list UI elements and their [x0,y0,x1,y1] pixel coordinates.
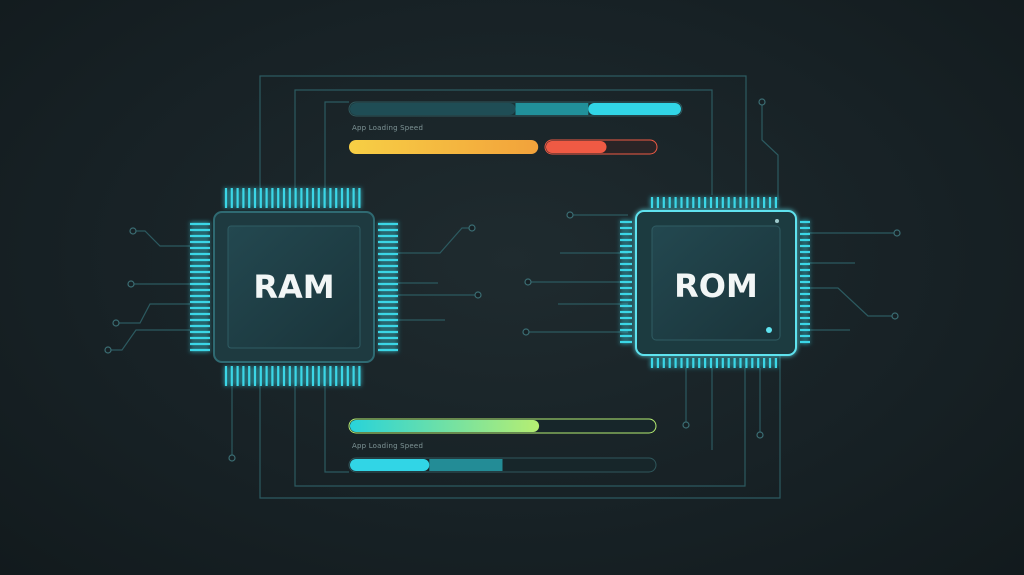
circuit-traces [110,75,895,499]
speed-bar-bottom-2-fill-dim [429,459,503,471]
rom-chip-dot [766,327,772,333]
speed-bar-bottom-1-fill [350,420,540,432]
trace-top-outer [259,75,747,210]
rom-chip-die [651,225,781,341]
rom-chip-corner-mark [775,219,779,223]
ram-chip-die [227,225,361,349]
trace-bottom-inner [294,368,746,487]
trace-ram-right-1 [398,227,470,254]
speed-bar-top-3-fill [546,141,607,153]
rom-label: ROM [674,267,758,305]
speed-bar-bottom-2-fill [350,459,430,471]
speed-bar-bottom-1 [348,418,657,434]
ram-label: RAM [253,268,334,306]
trace-ram-left-1 [135,230,190,247]
speed-bar-top-2 [349,140,539,154]
speed-bar-top-1 [348,101,683,117]
speed-bars [348,101,683,473]
trace-bottom-short [324,385,349,473]
speed-bar-top-1-seg-1 [350,103,516,115]
speed-bar-top-3 [544,139,658,155]
trace-top-short [324,101,349,190]
speed-bar-bottom-2 [348,457,657,473]
speed-bar-top-1-seg-3 [588,103,681,115]
trace-ram-left-4 [110,329,190,351]
trace-ram-left-3 [118,303,190,324]
ram-chip: RAM [190,188,398,386]
speed-bar-top-1-seg-2 [515,103,589,115]
speed-label-top: App Loading Speed [352,124,424,132]
trace-rom-right-3 [808,287,893,317]
trace-bottom-outer [259,352,781,499]
speed-bar-top-2-fill [349,140,539,154]
speed-label-bottom: App Loading Speed [352,442,424,450]
trace-top-inner [294,89,713,195]
ram-chip-pins [190,188,398,386]
rom-chip-pins [620,197,810,368]
trace-rom-top [761,104,779,200]
trace-nodes [104,98,901,462]
rom-chip: ROM [620,197,810,368]
